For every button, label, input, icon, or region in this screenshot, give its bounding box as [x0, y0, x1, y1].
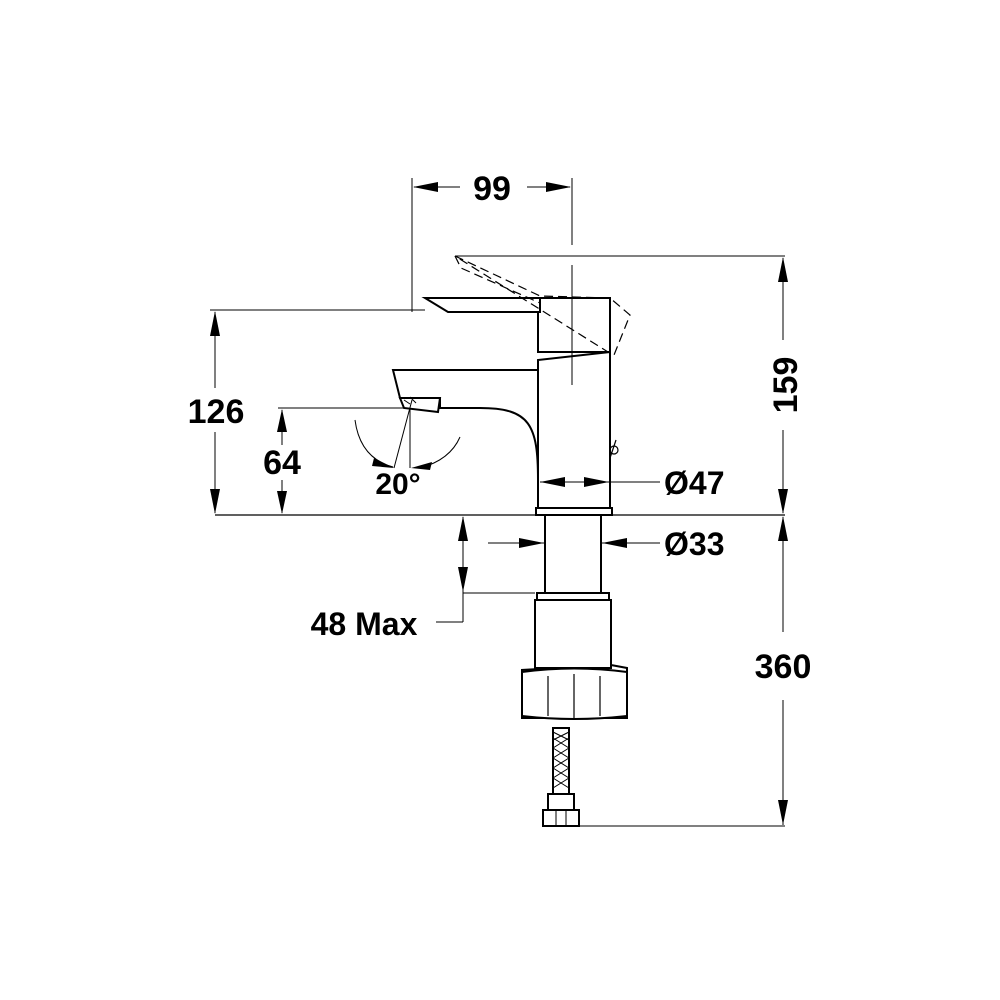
- dim-spout-reach: 99: [411, 170, 573, 385]
- dim-spout-top-height: 126: [188, 309, 425, 514]
- faucet-outline: [391, 255, 631, 827]
- dim-label-20-degrees: 20°: [375, 468, 420, 501]
- lever-handle: [421, 297, 541, 313]
- dim-label-360: 360: [755, 648, 812, 686]
- popup-rod: [609, 439, 619, 459]
- dim-total-height: 159: [455, 255, 805, 514]
- base-ring: [535, 507, 613, 516]
- dim-label-diameter-33: Ø33: [664, 526, 724, 562]
- cartridge-housing: [537, 297, 611, 353]
- dim-label-126: 126: [188, 393, 245, 431]
- dim-max-deck-thickness: 48 Max: [311, 516, 535, 642]
- fixing-washer: [536, 592, 610, 601]
- dim-spout-outlet-height: 64: [263, 407, 405, 514]
- aerator: [398, 397, 442, 414]
- dim-label-diameter-47: Ø47: [664, 465, 724, 501]
- dim-body-diameter: Ø47: [540, 465, 724, 501]
- dim-hose-length: 360: [579, 516, 812, 827]
- dim-label-99: 99: [473, 170, 511, 208]
- flexible-hose: [542, 727, 580, 827]
- faucet-body: [537, 350, 611, 509]
- faucet-spout: [391, 369, 539, 481]
- dim-outlet-angle: 20°: [354, 399, 461, 501]
- dim-shank-diameter: Ø33: [488, 526, 724, 562]
- dim-label-159: 159: [767, 357, 805, 414]
- dim-label-64: 64: [263, 444, 301, 482]
- threaded-shank: [544, 514, 602, 594]
- lever-handle-open-position: [454, 255, 631, 356]
- dim-label-48-max: 48 Max: [311, 606, 418, 642]
